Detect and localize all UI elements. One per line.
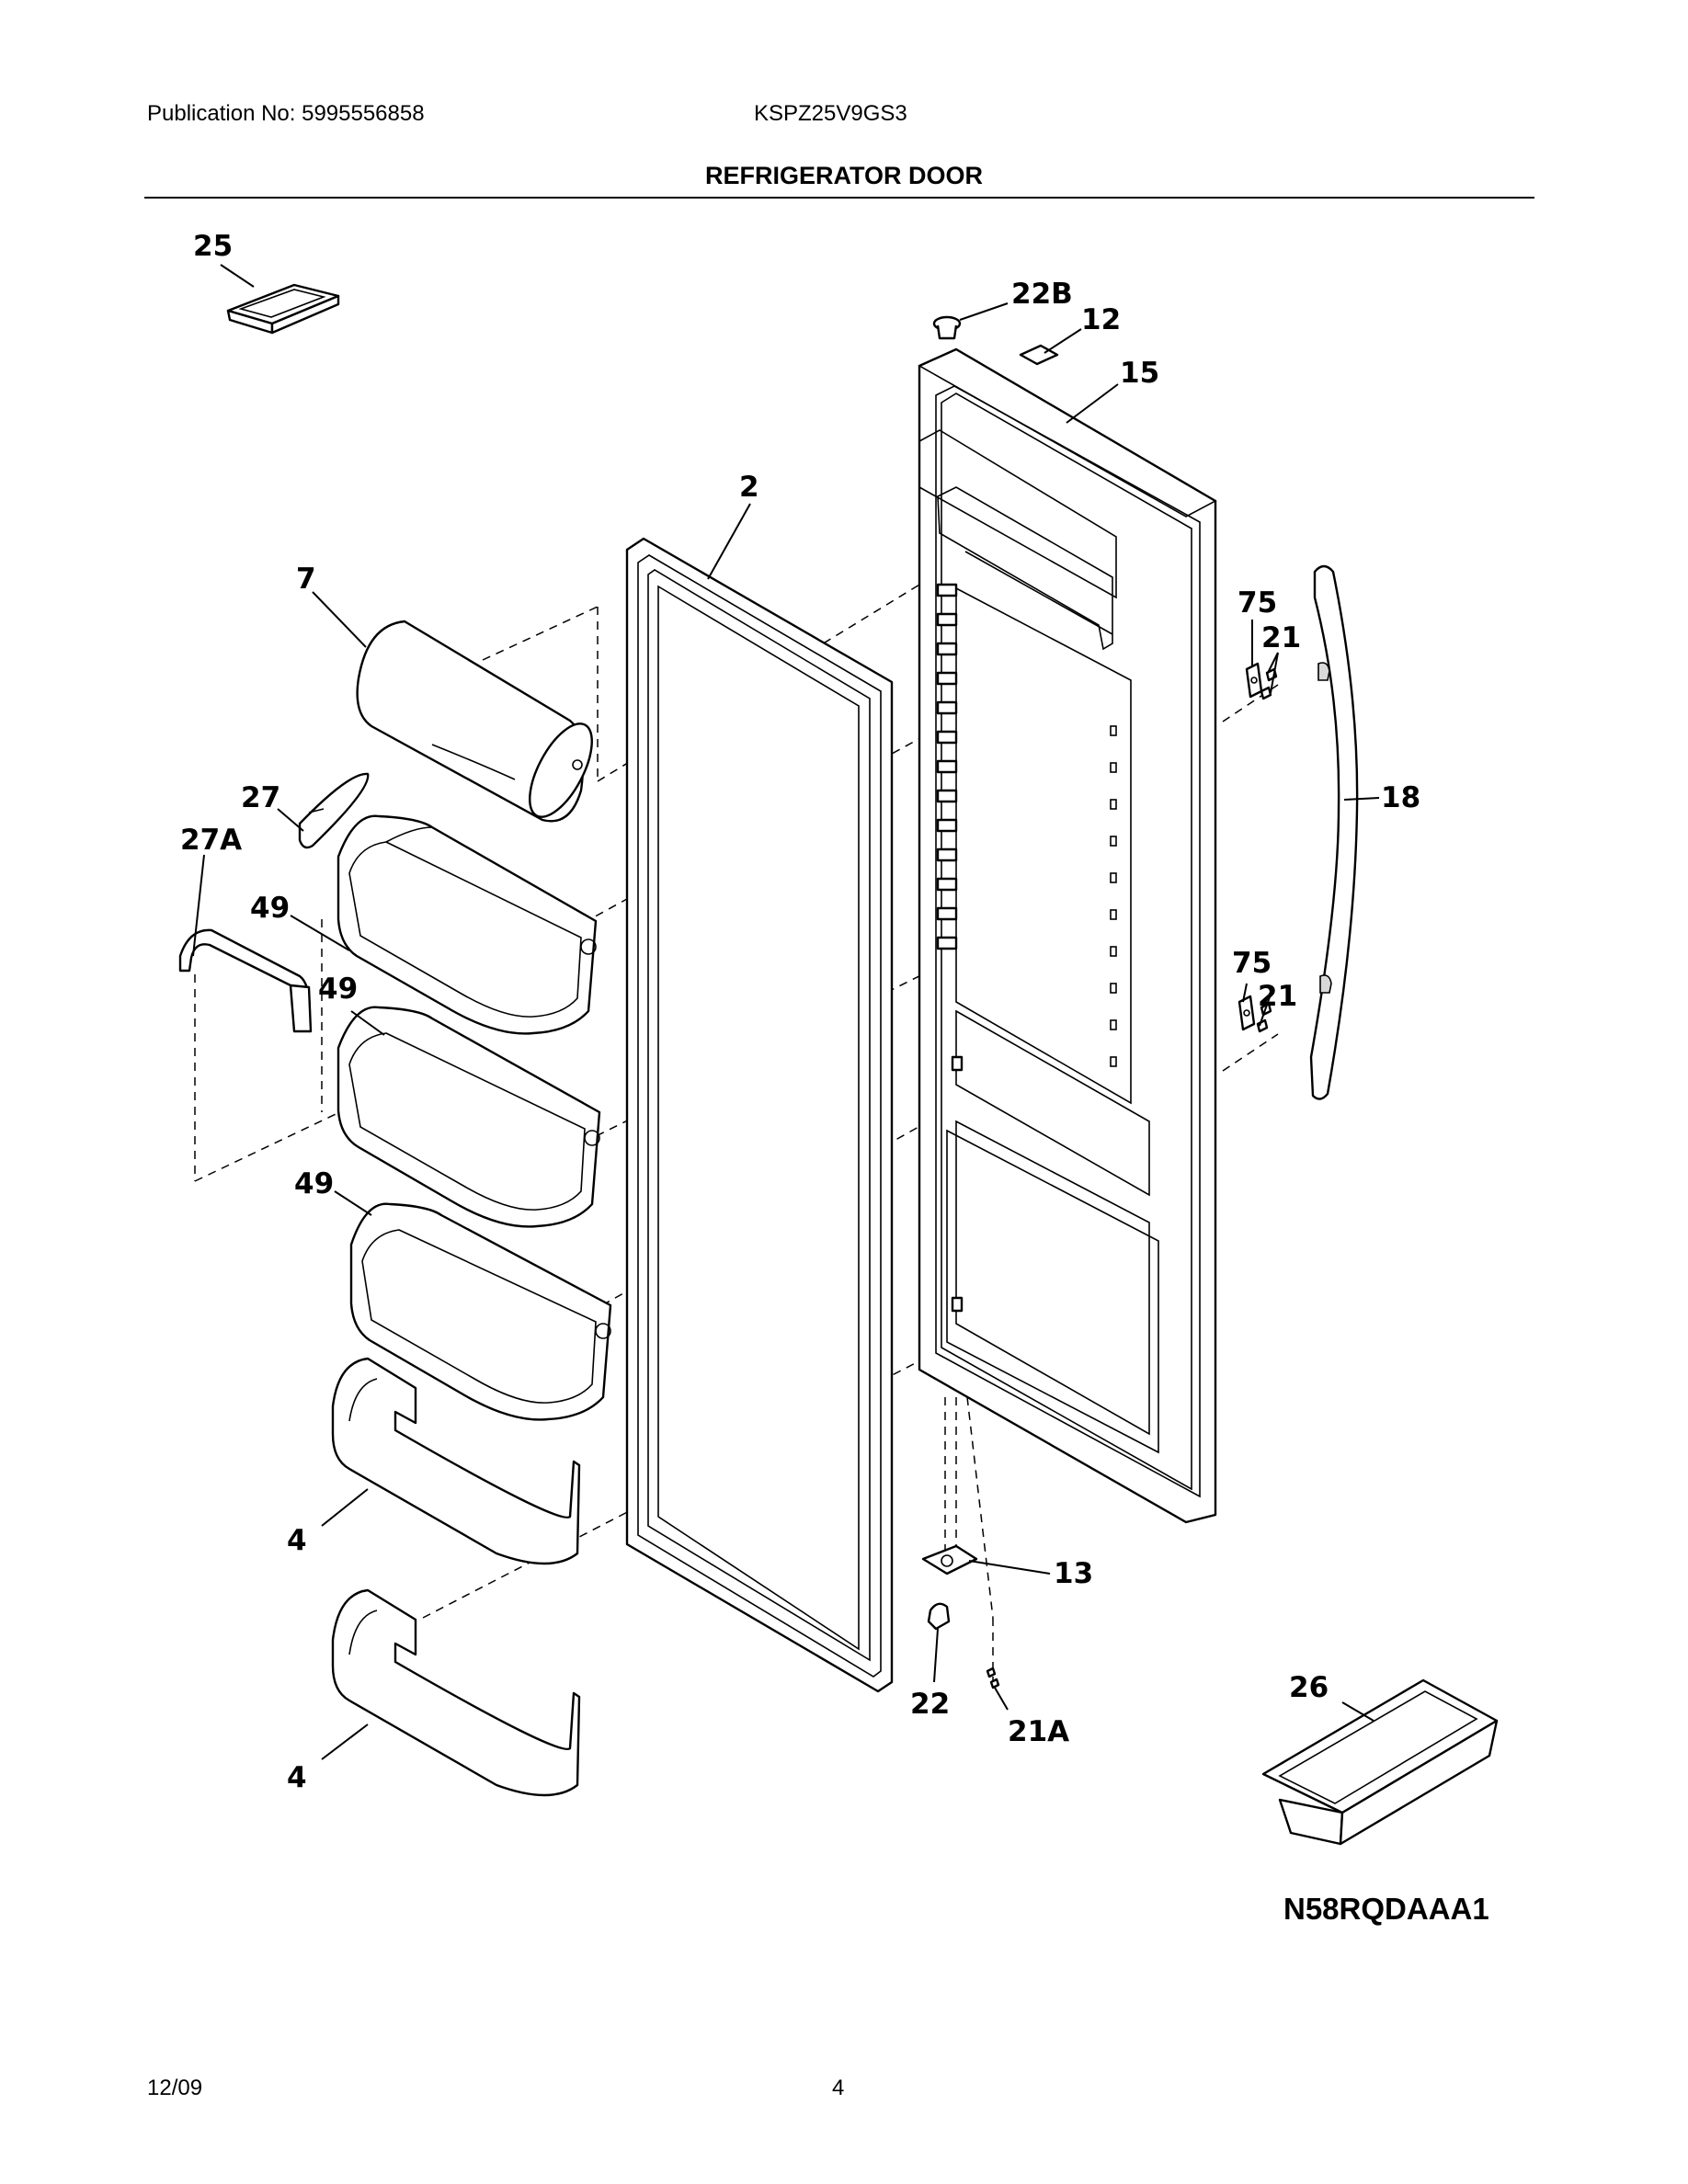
callout-12: 12 [1081,303,1121,336]
part-27-clip [298,772,370,849]
part-75-bracket-upper [1245,662,1263,699]
diagram-code: N58RQDAAA1 [1283,1892,1489,1926]
part-21-screws-upper [1260,667,1278,700]
part-26-tray [1261,1678,1499,1846]
callout-26: 26 [1289,1671,1329,1704]
callout-15: 15 [1120,357,1159,390]
part-21a-screws [986,1666,1000,1689]
callout-18: 18 [1381,781,1420,814]
part-49-bin-2 [336,1006,601,1228]
part-25-tray [226,283,340,335]
part-49-bin-3 [349,1202,612,1421]
callout-22: 22 [910,1688,950,1721]
leader-lines [192,264,1380,1760]
shelf-holes-right [1110,725,1117,1067]
part-7-canister [356,620,593,823]
callout-21-lower: 21 [1258,980,1297,1013]
page-number: 4 [832,2076,845,2100]
callout-75-upper: 75 [1237,586,1277,620]
callout-22b: 22B [1011,278,1073,311]
callout-2: 2 [739,471,759,504]
part-22-bushing [927,1602,951,1631]
shelf-pegs-left [936,583,958,950]
callout-21-upper: 21 [1261,621,1301,654]
header-divider [144,197,1534,199]
callout-75-lower: 75 [1232,947,1272,980]
part-27a-retainer [178,928,313,1033]
callout-49-1: 49 [250,892,290,925]
part-22b-plug [932,315,962,340]
model-number: KSPZ25V9GS3 [754,101,907,126]
page-title: REFRIGERATOR DOOR [704,162,983,189]
callout-49-3: 49 [294,1167,334,1200]
callout-7: 7 [296,563,316,596]
callout-27a: 27A [180,824,242,857]
part-15-door [918,347,1217,1524]
part-75-bracket-lower [1237,995,1256,1031]
callout-13: 13 [1054,1557,1093,1590]
callout-49-2: 49 [318,973,358,1006]
callout-4-2: 4 [287,1761,307,1794]
part-18-handle [1309,564,1359,1100]
callouts: 25 22B 12 15 2 7 75 21 18 27 27A 49 49 7… [180,230,1420,1794]
callout-25: 25 [193,230,233,263]
callout-4-1: 4 [287,1524,307,1557]
part-4-bin-2 [331,1588,581,1797]
part-2-gasket [625,537,894,1693]
callout-21A: 21A [1008,1715,1069,1748]
footer-date: 12/09 [147,2076,203,2100]
part-13-hinge [921,1544,978,1575]
part-49-bin-1 [336,814,598,1035]
callout-27: 27 [241,781,280,814]
publication-number: Publication No: 5995556858 [147,101,425,126]
part-4-bin-1 [331,1357,581,1565]
